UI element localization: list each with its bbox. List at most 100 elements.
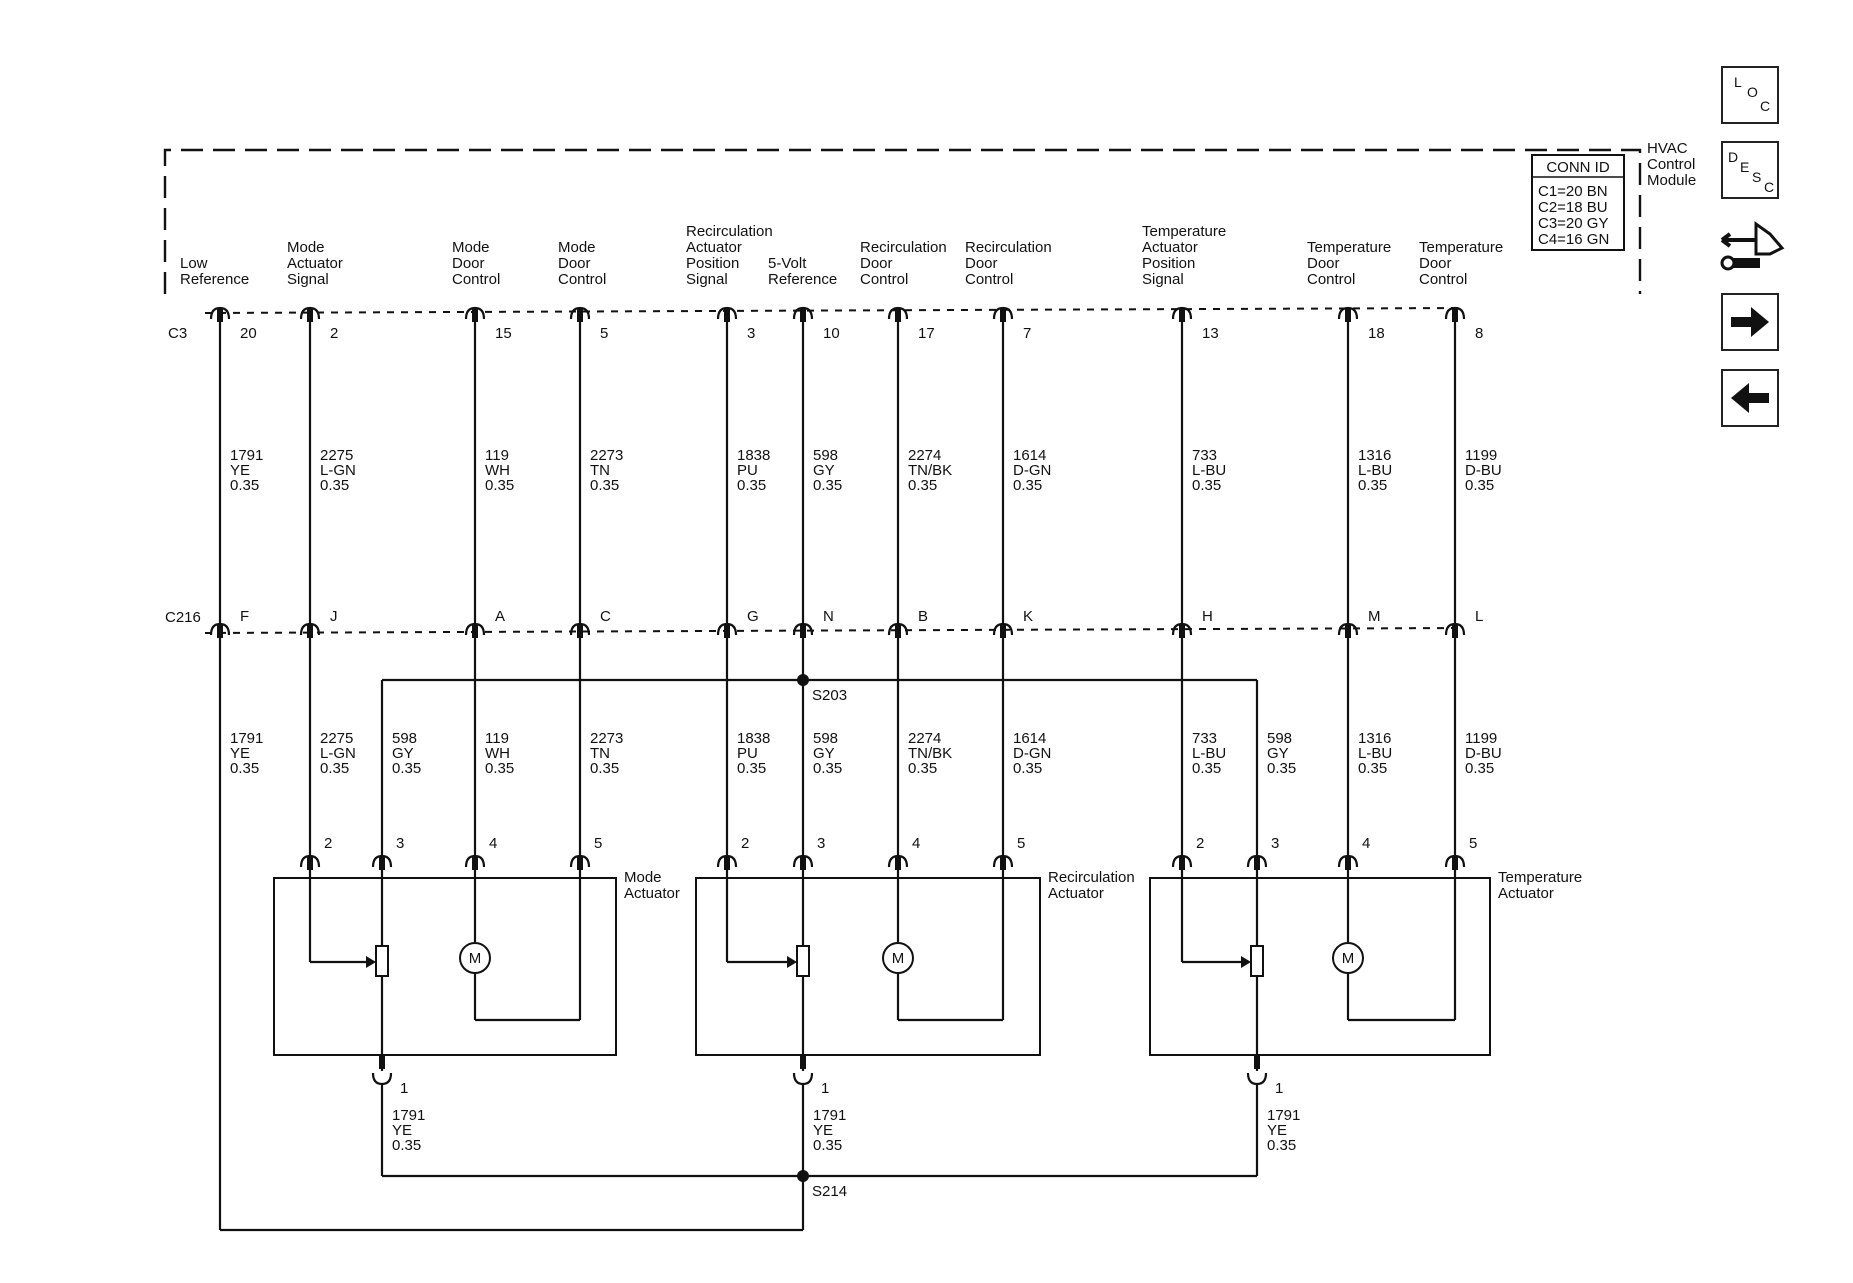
next-arrow-icon[interactable] [1721, 293, 1779, 351]
upper-wire-label: 0.35 [485, 477, 514, 494]
location-button[interactable]: L O C [1721, 66, 1779, 124]
conn-id-row: C1=20 BN [1538, 183, 1608, 200]
terminal-pin [307, 308, 313, 322]
lower-wire-label: WH [485, 745, 510, 762]
actuator-pin-number: 2 [1196, 835, 1204, 852]
terminal-pin [724, 856, 730, 870]
connector-end-view-icon[interactable] [1716, 214, 1786, 280]
splice-s214-label: S214 [812, 1183, 847, 1200]
actuator-name: Actuator [1498, 885, 1554, 902]
c216-pin-letter: F [240, 608, 249, 625]
terminal-pin [895, 856, 901, 870]
circuit-label: Door [965, 255, 998, 272]
ground-terminal-pin [379, 1055, 385, 1069]
module-pin-number: 10 [823, 325, 840, 342]
c216-pin-letter: M [1368, 608, 1381, 625]
module-pin-number: 13 [1202, 325, 1219, 342]
circuit-label: Actuator [287, 255, 343, 272]
terminal-pin [472, 624, 478, 638]
terminal-pin [1179, 624, 1185, 638]
upper-wire-label: 2273 [590, 447, 623, 464]
lower-wire-label: 598 [813, 730, 838, 747]
lower-wire-label: 0.35 [1465, 760, 1494, 777]
actuator-pin-number: 2 [741, 835, 749, 852]
ground-pin-number: 1 [1275, 1080, 1283, 1097]
c216-connector-line [204, 627, 1461, 634]
hvac-module-outline [163, 148, 1642, 294]
wiper-arrow-icon [366, 956, 376, 968]
lower-wire-label: 119 [485, 730, 509, 747]
terminal-pin [1452, 308, 1458, 322]
terminal-pin [379, 856, 385, 870]
conn-id-box [1531, 154, 1625, 251]
ground-pin-number: 1 [400, 1080, 408, 1097]
desc-letter-e: E [1740, 159, 1750, 175]
circuit-label: Control [965, 271, 1013, 288]
module-pin-number: 15 [495, 325, 512, 342]
lower-wire-label: L-BU [1358, 745, 1392, 762]
module-pin-number: 7 [1023, 325, 1031, 342]
terminal-pin [724, 624, 730, 638]
terminal-pin [1254, 856, 1260, 870]
circuit-label: Reference [768, 271, 837, 288]
c216-pin-letter: L [1475, 608, 1483, 625]
ground-terminal [1246, 1072, 1268, 1086]
actuator-name: Actuator [624, 885, 680, 902]
conn-id-row: C3=20 GY [1538, 215, 1608, 232]
actuator-box [273, 877, 617, 1056]
circuit-label: Recirculation [965, 239, 1052, 256]
circuit-label: Recirculation [686, 223, 773, 240]
lower-wire-label: YE [230, 745, 250, 762]
upper-wire-label: YE [230, 462, 250, 479]
actuator-name: Mode [624, 869, 662, 886]
ref-branch-wire-label: 0.35 [392, 760, 421, 777]
previous-arrow-icon[interactable] [1721, 369, 1779, 427]
module-pin-number: 20 [240, 325, 257, 342]
description-button[interactable]: D E S C [1721, 141, 1779, 199]
upper-wire-label: 2275 [320, 447, 353, 464]
lower-wire-label: 0.35 [1192, 760, 1221, 777]
lower-wire-label: 0.35 [737, 760, 766, 777]
c3-connector-line [204, 307, 1461, 314]
terminal-pin [1000, 624, 1006, 638]
lower-wire-label: TN [590, 745, 610, 762]
desc-letter-d: D [1728, 149, 1739, 165]
actuator-name: Actuator [1048, 885, 1104, 902]
conn-id-title: CONN ID [1546, 159, 1610, 176]
circuit-label: Control [452, 271, 500, 288]
circuit-label: Mode [287, 239, 325, 256]
terminal-pin [800, 856, 806, 870]
upper-wire-label: 119 [485, 447, 509, 464]
lower-wire-label: 0.35 [485, 760, 514, 777]
c216-pin-letter: C [600, 608, 611, 625]
c216-connector-label: C216 [165, 609, 201, 626]
module-pin-number: 18 [1368, 325, 1385, 342]
diagram-structure [163, 148, 1642, 1232]
circuit-label: Actuator [686, 239, 742, 256]
lower-wire-label: 0.35 [813, 760, 842, 777]
ground-terminal-pin [800, 1055, 806, 1069]
ground-wire-label: 1791 [813, 1107, 846, 1124]
upper-wire-label: TN [590, 462, 610, 479]
circuit-label: Actuator [1142, 239, 1198, 256]
motor-label: M [469, 950, 482, 967]
lower-wire-label: D-BU [1465, 745, 1502, 762]
circuit-label: Temperature [1142, 223, 1226, 240]
lower-wire-label: TN/BK [908, 745, 952, 762]
upper-wire-label: 733 [1192, 447, 1217, 464]
lower-wire-label: 733 [1192, 730, 1217, 747]
actuator-pin-number: 4 [489, 835, 497, 852]
actuator-pin-number: 4 [912, 835, 920, 852]
ground-terminal-pin [1254, 1055, 1260, 1069]
terminal-pin [1179, 856, 1185, 870]
lower-wire-label: 1316 [1358, 730, 1391, 747]
ground-wire-label: 0.35 [392, 1137, 421, 1154]
c216-pin-letter: B [918, 608, 928, 625]
upper-wire-label: 0.35 [590, 477, 619, 494]
upper-wire-label: 0.35 [737, 477, 766, 494]
circuit-label: Door [452, 255, 485, 272]
ground-terminal [371, 1072, 393, 1086]
upper-wire-label: 0.35 [230, 477, 259, 494]
upper-wire-label: L-GN [320, 462, 356, 479]
lower-wire-label: 0.35 [1013, 760, 1042, 777]
